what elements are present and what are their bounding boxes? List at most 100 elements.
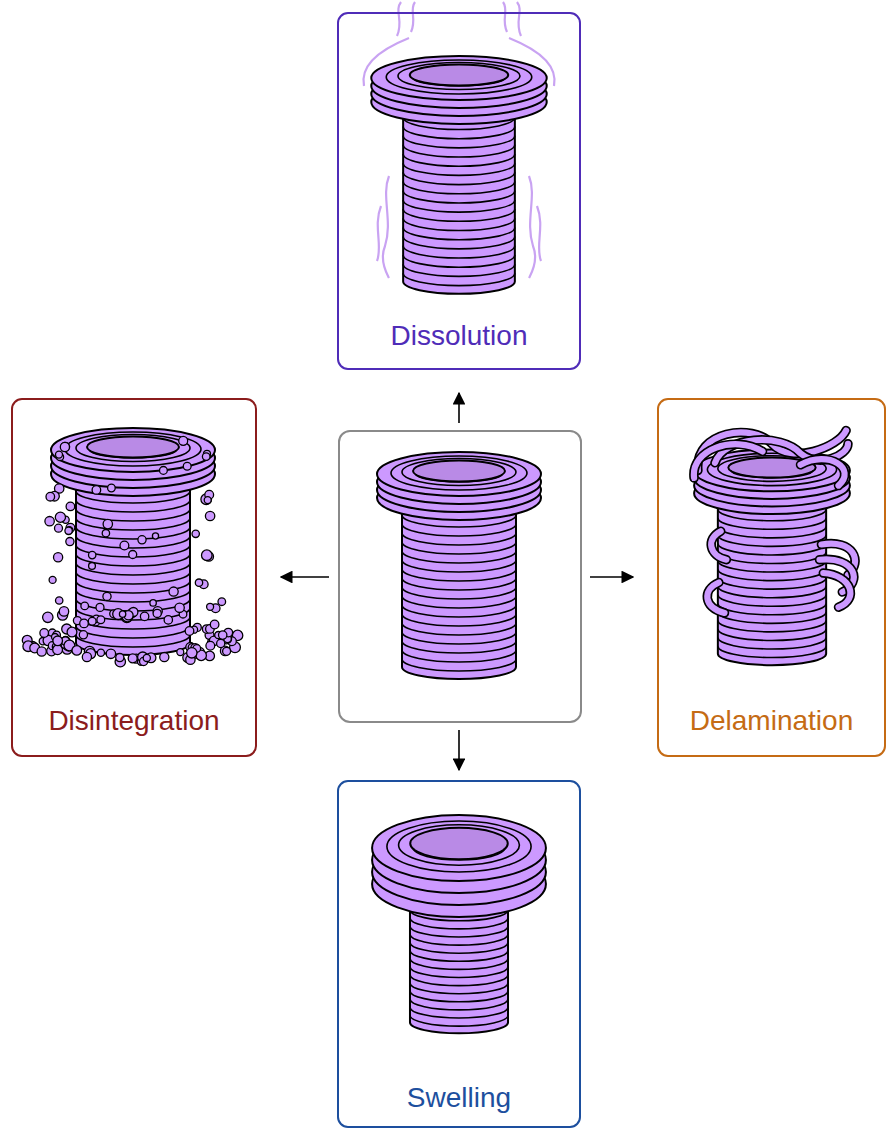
illustration-part	[89, 551, 96, 558]
illustration-part	[458, 393, 460, 423]
illustration-part	[65, 527, 72, 534]
category-box: Disintegration	[11, 398, 257, 757]
illustration-part	[372, 815, 546, 917]
illustration-part	[66, 538, 74, 546]
category-label: Swelling	[407, 1082, 511, 1113]
illustration-part	[164, 616, 172, 624]
illustration-part	[711, 531, 726, 560]
category-label: Dissolution	[391, 320, 528, 351]
illustration-part	[79, 631, 87, 639]
illustration-part	[383, 176, 389, 278]
illustration-part	[206, 641, 215, 650]
illustration-part	[711, 531, 726, 560]
category-box: Delamination	[657, 398, 886, 757]
illustration-part	[55, 512, 65, 522]
illustration-part	[53, 645, 63, 655]
illustration-part	[694, 444, 763, 478]
illustration-part	[66, 527, 73, 534]
illustration-part	[694, 431, 855, 613]
illustration-part	[801, 459, 845, 485]
illustration-part	[590, 576, 633, 578]
illustration-part	[377, 452, 541, 679]
illustration-part	[195, 579, 202, 586]
illustration-part	[377, 452, 541, 520]
illustration-part	[102, 530, 109, 537]
illustration-part	[97, 649, 104, 656]
illustration-part	[40, 629, 49, 638]
illustration-part	[281, 393, 633, 770]
illustration-part	[403, 103, 515, 294]
illustration-part	[219, 631, 227, 639]
illustration-part	[56, 451, 63, 458]
illustration-part	[202, 453, 210, 461]
illustration-part	[458, 730, 460, 770]
illustration-part	[129, 551, 137, 559]
illustration-part	[202, 550, 213, 561]
illustration-part	[707, 583, 724, 613]
category-label: Delamination	[690, 705, 853, 736]
illustration-part	[46, 492, 55, 501]
category-box: Dissolution	[337, 12, 581, 370]
illustration-part	[160, 653, 169, 662]
illustration-part	[207, 603, 214, 610]
illustration-part	[128, 654, 137, 663]
illustration-part	[223, 647, 231, 655]
illustration-part	[175, 603, 184, 612]
illustration-part	[192, 530, 199, 537]
illustration-part	[81, 602, 89, 610]
illustration-part	[397, 2, 401, 36]
illustration-part	[140, 612, 148, 620]
illustration-part	[372, 815, 546, 1033]
label-line: Dissolution	[339, 319, 579, 353]
illustration-part	[204, 497, 211, 504]
illustration-part	[694, 444, 763, 478]
illustration-part	[177, 649, 184, 656]
illustration-part	[116, 654, 124, 662]
illustration-part	[37, 647, 46, 656]
illustration-part	[119, 611, 125, 617]
illustration-part	[169, 587, 178, 596]
category-label: Disintegration	[48, 705, 219, 736]
illustration-part	[67, 627, 77, 637]
illustration-part	[217, 639, 225, 647]
illustration-part	[801, 459, 845, 485]
category-box: Swelling	[337, 780, 581, 1128]
label-line: Swelling	[339, 1081, 579, 1115]
illustration-part	[281, 576, 329, 578]
illustration-part	[55, 524, 63, 532]
illustration-part	[138, 536, 146, 544]
illustration-part	[823, 573, 850, 607]
illustration-part	[59, 607, 68, 616]
illustration-part	[54, 553, 63, 562]
illustration-part	[22, 436, 243, 667]
illustration-part	[529, 176, 535, 278]
illustration-part	[120, 541, 129, 550]
illustration-part	[89, 563, 96, 570]
illustration-part	[92, 486, 101, 495]
illustration-part	[43, 612, 53, 622]
illustration-part	[49, 576, 56, 583]
illustration-part	[183, 462, 191, 470]
illustration-part	[150, 600, 156, 606]
illustration-part	[61, 442, 70, 451]
illustration-part	[153, 609, 161, 617]
illustration-part	[218, 598, 226, 606]
illustration-part	[152, 533, 158, 539]
illustration-part	[205, 511, 214, 520]
illustration-part	[108, 484, 116, 492]
illustration-part	[45, 517, 54, 526]
illustration-part	[377, 206, 381, 261]
illustration-part	[165, 616, 172, 623]
illustration-part	[80, 619, 89, 628]
illustration-part	[72, 646, 82, 656]
illustration-part	[411, 2, 415, 32]
illustration-part	[179, 436, 188, 445]
illustration-part	[97, 616, 105, 624]
illustration-part	[22, 428, 243, 667]
illustration-part	[160, 467, 168, 475]
illustration-part	[185, 627, 194, 636]
illustration-part	[823, 573, 850, 607]
illustration-part	[106, 649, 115, 658]
illustration-part	[503, 2, 507, 32]
